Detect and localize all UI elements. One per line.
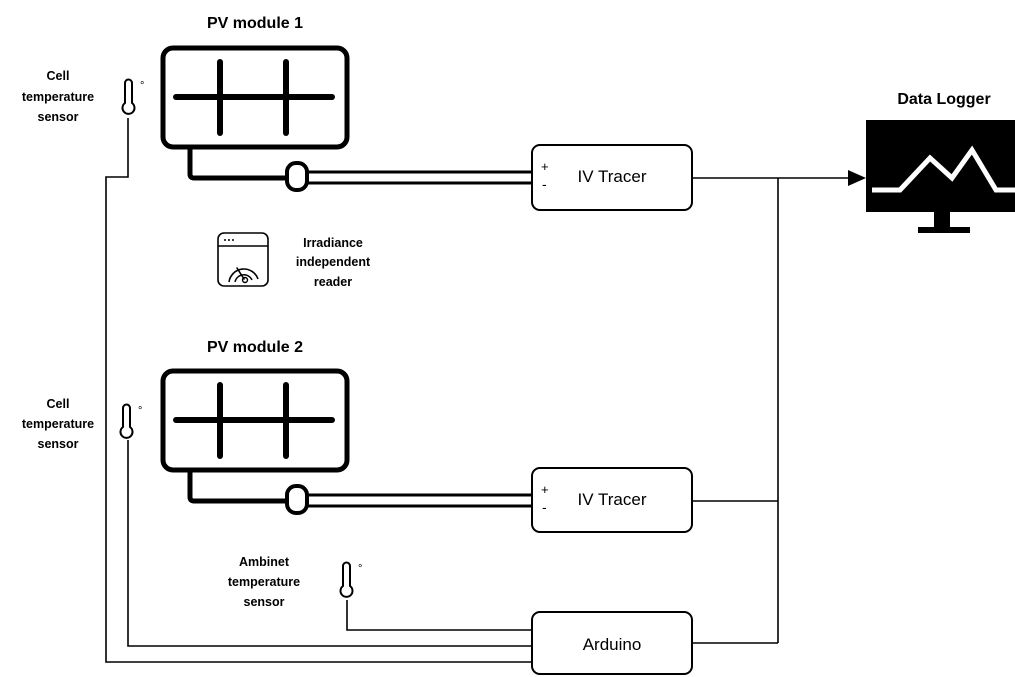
data-logger-title: Data Logger [897, 91, 990, 108]
cell-sensor-1-line-1: Cell [47, 69, 70, 83]
irradiance-line-2: independent [296, 255, 371, 269]
pv-module-1-cable [187, 147, 532, 192]
ambient-sensor-line-2: temperature [228, 575, 300, 589]
degree-mark-3: ° [358, 563, 362, 575]
irradiance-meter-icon [217, 232, 269, 287]
iv-tracer-2: + - IV Tracer [531, 467, 693, 533]
degree-mark-2: ° [138, 405, 142, 417]
monitor-chart-icon [866, 120, 1015, 233]
data-logger: Data Logger [866, 91, 1015, 233]
degree-mark-1: ° [140, 80, 144, 92]
cell-sensor-2-line-2: temperature [22, 417, 94, 431]
tracer-2-minus: - [542, 499, 547, 515]
irradiance-line-3: reader [314, 275, 352, 289]
pv-module-2-cable [187, 470, 532, 515]
thermometer-icon [119, 403, 134, 439]
irradiance-reader: Irradiance independent reader [217, 232, 371, 289]
tracer-2-label: IV Tracer [578, 490, 647, 509]
sensor-wiring [105, 118, 532, 663]
cell-sensor-2-line-1: Cell [47, 397, 70, 411]
logger-wiring [692, 170, 866, 644]
pv-module-2-title: PV module 2 [207, 339, 303, 356]
ambient-temperature-sensor: Ambinet temperature sensor ° [228, 555, 363, 609]
ambient-sensor-line-1: Ambinet [239, 555, 290, 569]
cell-temperature-sensor-1: Cell temperature sensor ° [22, 69, 145, 124]
tracer-1-label: IV Tracer [578, 167, 647, 186]
arduino: Arduino [531, 611, 693, 675]
tracer-1-plus: + [541, 159, 549, 174]
cell-sensor-1-line-3: sensor [38, 110, 79, 124]
pv-module-1-title: PV module 1 [207, 15, 303, 32]
iv-tracer-1: + - IV Tracer [531, 144, 693, 211]
arduino-label: Arduino [583, 635, 642, 654]
irradiance-line-1: Irradiance [303, 236, 363, 250]
cell-temperature-sensor-2: Cell temperature sensor ° [22, 397, 143, 451]
thermometer-icon [339, 561, 354, 598]
cell-sensor-2-line-3: sensor [38, 437, 79, 451]
tracer-2-plus: + [541, 482, 549, 497]
pv-module-1: PV module 1 [160, 15, 350, 150]
cell-sensor-1-line-2: temperature [22, 90, 94, 104]
pv-module-2: PV module 2 [160, 339, 350, 473]
tracer-1-minus: - [542, 176, 547, 192]
thermometer-icon [121, 78, 136, 115]
ambient-sensor-line-3: sensor [244, 595, 285, 609]
